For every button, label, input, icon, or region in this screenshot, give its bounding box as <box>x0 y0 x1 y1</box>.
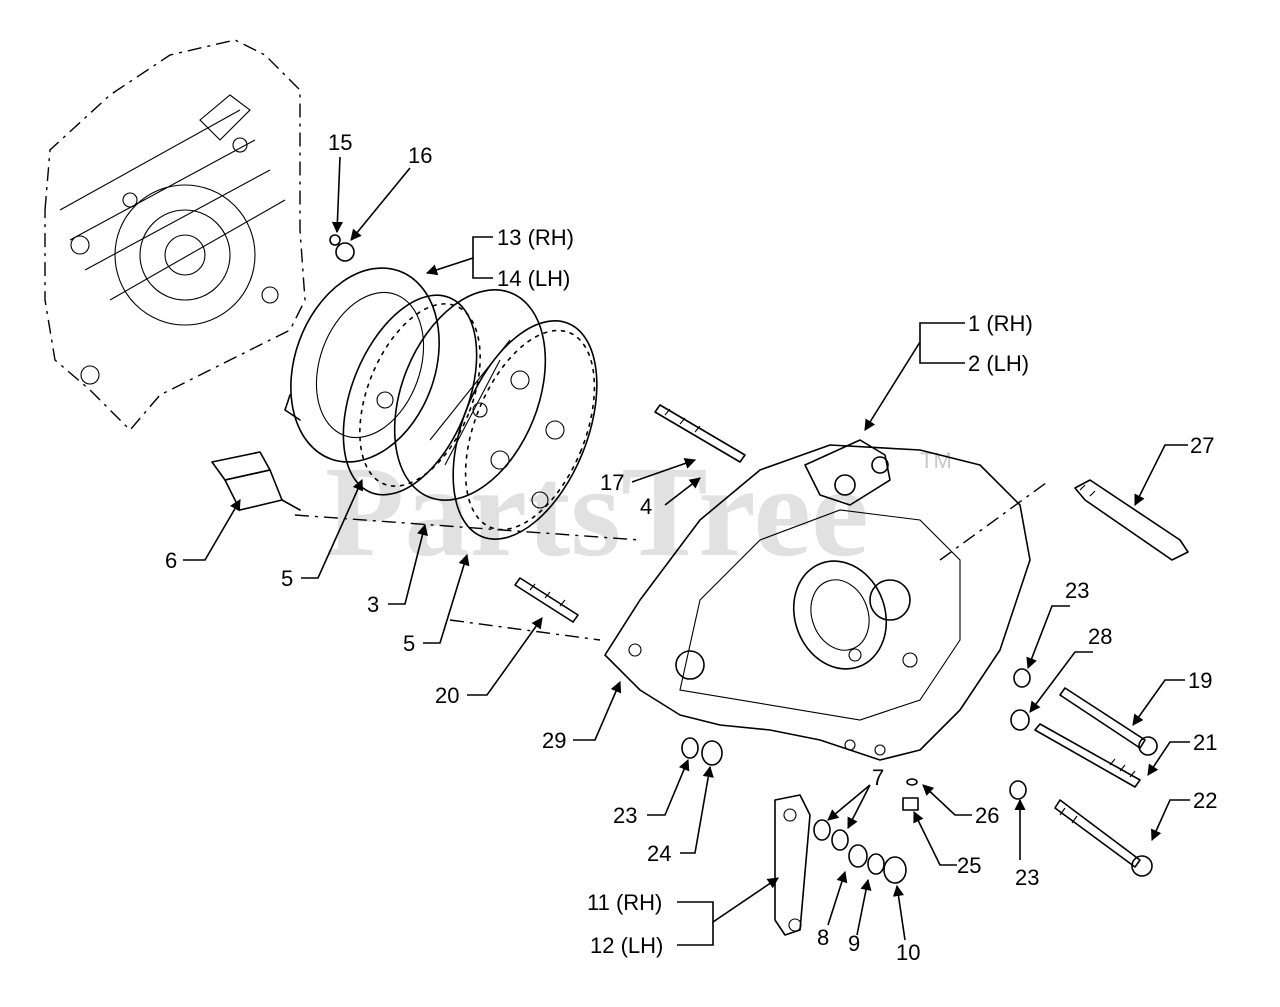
callout-13: 13 (RH) <box>497 225 574 250</box>
axis-line-3 <box>939 479 1051 561</box>
washer-23-bottom <box>1009 780 1027 800</box>
callout-5a: 5 <box>281 566 293 591</box>
washer-23-top <box>1013 668 1031 688</box>
callout-23a: 23 <box>1065 578 1089 603</box>
engine-block <box>44 39 306 432</box>
watermark-text: PartsTree <box>325 440 869 584</box>
callout-15: 15 <box>328 130 352 155</box>
callout-6: 6 <box>165 548 177 573</box>
bolt-22 <box>1054 799 1153 877</box>
housing-29 <box>604 444 1031 761</box>
leaders <box>183 156 1190 946</box>
pin-15-16 <box>329 234 355 262</box>
callout-16: 16 <box>408 143 432 168</box>
bushing-7 <box>813 819 849 851</box>
callout-2: 2 (LH) <box>968 351 1029 376</box>
callout-28: 28 <box>1088 624 1112 649</box>
callout-29: 29 <box>542 728 566 753</box>
washer-23-left <box>681 737 699 759</box>
callout-14: 14 (LH) <box>497 266 570 291</box>
callout-12: 12 (LH) <box>590 933 663 958</box>
stud-17 <box>654 404 746 463</box>
callout-21: 21 <box>1193 730 1217 755</box>
nut-10 <box>883 856 907 884</box>
callout-27: 27 <box>1190 433 1214 458</box>
pin-27 <box>1074 479 1189 561</box>
callout-5b: 5 <box>403 631 415 656</box>
callout-7: 7 <box>872 765 884 790</box>
callout-4: 4 <box>640 494 652 519</box>
callout-17: 17 <box>600 470 624 495</box>
callout-3: 3 <box>367 592 379 617</box>
callout-20: 20 <box>435 683 459 708</box>
washer-26 <box>906 778 918 786</box>
washer-8 <box>848 844 868 868</box>
callout-1: 1 (RH) <box>968 311 1033 336</box>
callout-23b: 23 <box>613 803 637 828</box>
nut-24 <box>701 740 723 766</box>
arm-1-2 <box>804 439 891 506</box>
callout-24: 24 <box>647 841 671 866</box>
plate-13-14 <box>284 267 440 463</box>
washer-9 <box>867 853 885 875</box>
disc-5-front <box>452 320 598 540</box>
watermark-tm: TM <box>920 448 952 473</box>
callout-labels: 15 16 13 (RH) 14 (LH) 1 (RH) 2 (LH) 27 1… <box>165 130 1217 965</box>
washer-28 <box>1010 709 1030 731</box>
lever-11-12 <box>774 794 811 936</box>
callout-9: 9 <box>848 931 860 956</box>
callout-8: 8 <box>817 925 829 950</box>
axis-line-2 <box>449 619 601 641</box>
callout-22: 22 <box>1193 788 1217 813</box>
callout-10: 10 <box>896 940 920 965</box>
callout-26: 26 <box>975 803 999 828</box>
callout-11: 11 (RH) <box>587 890 662 915</box>
callout-25: 25 <box>957 853 981 878</box>
bolt-21 <box>1034 723 1141 788</box>
callout-19: 19 <box>1188 668 1212 693</box>
screw-25 <box>902 797 919 811</box>
bolt-19 <box>1059 687 1158 756</box>
stud-20 <box>514 577 579 623</box>
pin-6 <box>211 451 301 511</box>
callout-23c: 23 <box>1015 865 1039 890</box>
